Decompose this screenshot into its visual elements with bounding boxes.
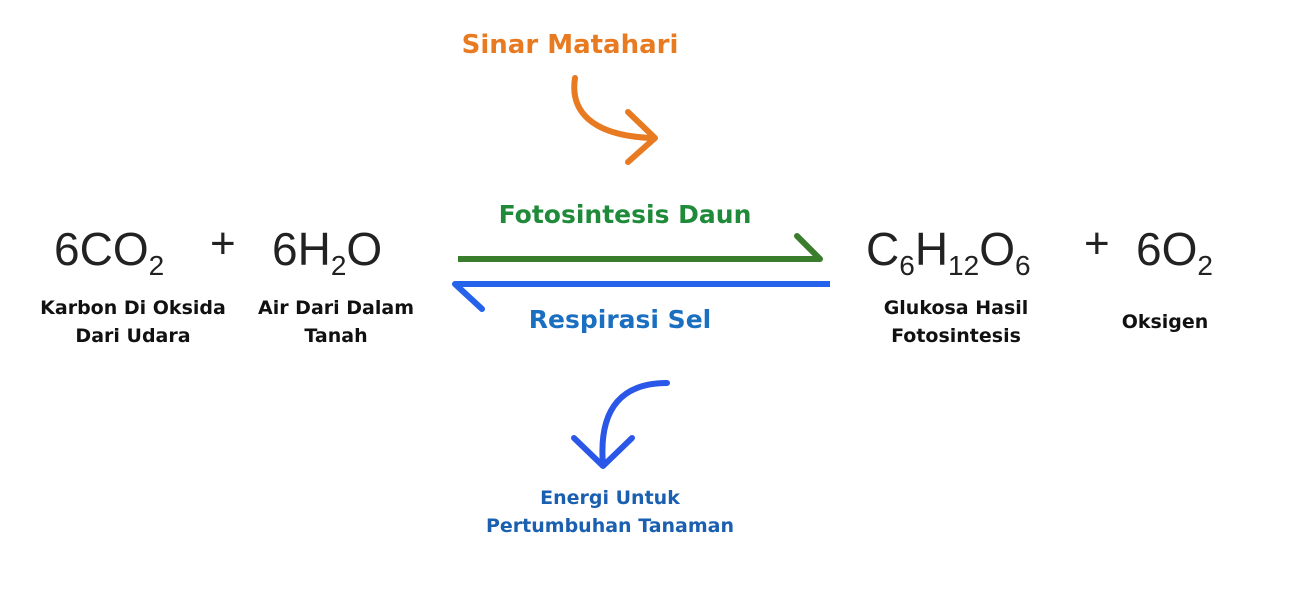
subscript: 2 <box>330 250 347 281</box>
subscript: 6 <box>899 250 915 281</box>
caption-carbon-dioxide: Karbon Di Oksida Dari Udara <box>20 294 246 350</box>
subscript: 2 <box>148 250 165 281</box>
caption-line: Glukosa Hasil <box>883 297 1029 319</box>
caption-line: Air Dari Dalam <box>257 297 415 319</box>
sunlight-arrow-icon <box>571 75 658 165</box>
caption-line: Oksigen <box>1121 311 1209 333</box>
caption-oxygen: Oksigen <box>1100 308 1230 336</box>
caption-line: Fotosintesis <box>891 325 1021 347</box>
element-symbol: O <box>979 223 1015 275</box>
coefficient: 6 <box>272 223 298 275</box>
reactant-h2o-formula: 6H2O <box>272 223 383 280</box>
caption-glucose: Glukosa Hasil Fotosintesis <box>866 294 1046 350</box>
element-symbol: H <box>297 223 331 275</box>
respiration-arrow-icon <box>452 281 830 312</box>
caption-water: Air Dari Dalam Tanah <box>246 294 426 350</box>
element-symbol: H <box>914 223 949 275</box>
coefficient: 6 <box>1136 223 1162 275</box>
plus-sign-products: + <box>1084 219 1110 268</box>
respiration-label: Respirasi Sel <box>528 305 712 334</box>
sunlight-label: Sinar Matahari <box>461 30 679 60</box>
energy-label-line1: Energi Untuk <box>540 487 680 509</box>
photosynthesis-label: Fotosintesis Daun <box>498 200 752 229</box>
caption-line: Tanah <box>304 325 368 347</box>
element-symbol: C <box>79 223 113 275</box>
subscript: 2 <box>1197 250 1213 281</box>
energy-arrow-icon <box>571 380 670 469</box>
photosynthesis-arrow-icon <box>458 233 823 262</box>
element-symbol: O <box>1161 223 1198 275</box>
coefficient: 6 <box>54 223 80 275</box>
subscript: 12 <box>948 250 980 281</box>
subscript: 6 <box>1014 250 1031 281</box>
plus-sign-reactants: + <box>210 219 236 268</box>
product-glucose-formula: C6H12O6 <box>866 223 1031 280</box>
element-symbol: O <box>346 223 383 275</box>
energy-label: Energi Untuk Pertumbuhan Tanaman <box>470 484 750 540</box>
caption-line: Dari Udara <box>75 325 191 347</box>
element-symbol: O <box>112 223 149 275</box>
reactant-co2-formula: 6CO2 <box>54 223 164 280</box>
caption-line: Karbon Di Oksida <box>40 297 226 319</box>
element-symbol: C <box>866 223 900 275</box>
product-oxygen-formula: 6O2 <box>1136 223 1213 280</box>
energy-label-line2: Pertumbuhan Tanaman <box>485 515 735 537</box>
